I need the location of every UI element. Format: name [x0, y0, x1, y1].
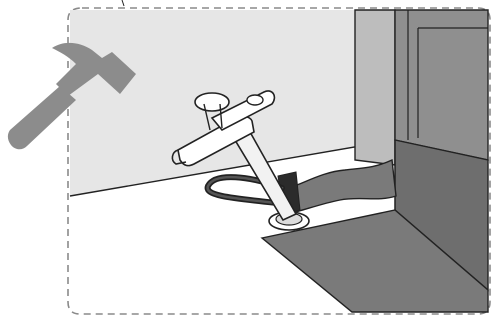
back-wall: [70, 10, 395, 196]
top-tick: [122, 0, 124, 6]
